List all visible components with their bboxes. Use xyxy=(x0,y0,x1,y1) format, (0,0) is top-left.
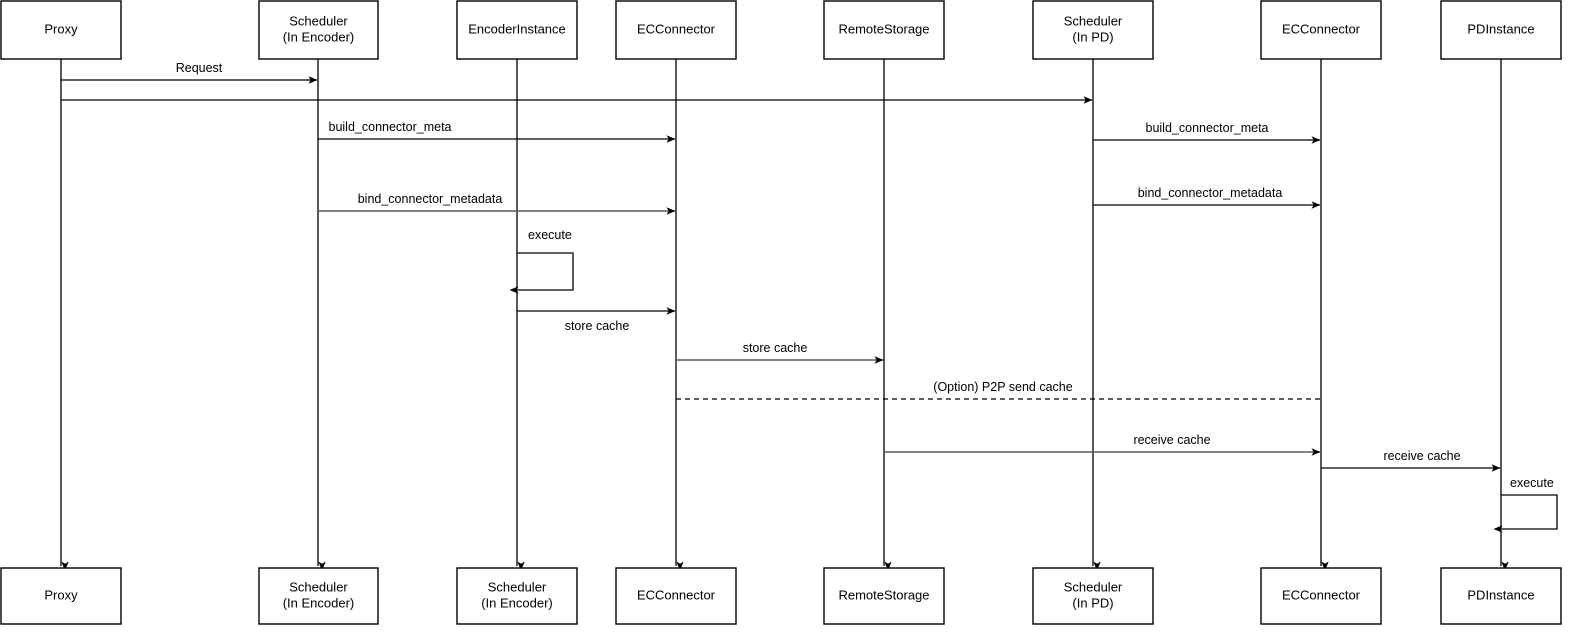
bottom-box-pd_inst[interactable]: PDInstance xyxy=(1440,567,1562,625)
bottom-box-sched_pd[interactable]: Scheduler(In PD) xyxy=(1032,567,1154,625)
participant-box xyxy=(1440,0,1562,60)
participant-label: (In PD) xyxy=(1072,595,1113,610)
message-m11[interactable]: receive cache xyxy=(1321,449,1501,472)
bottom-box-remote_store[interactable]: RemoteStorage xyxy=(823,567,945,625)
self-message-label: execute xyxy=(528,228,572,242)
top-box-remote_store[interactable]: RemoteStorage xyxy=(823,0,945,60)
bottom-box-ec_conn_2[interactable]: ECConnector xyxy=(1260,567,1382,625)
participant-label: RemoteStorage xyxy=(838,587,929,602)
participant-label: (In Encoder) xyxy=(481,595,553,610)
participant-box xyxy=(1032,0,1154,60)
top-box-ec_conn_2[interactable]: ECConnector xyxy=(1260,0,1382,60)
message-m7[interactable]: store cache xyxy=(517,307,676,333)
participant-box xyxy=(1260,0,1382,60)
participant-box xyxy=(1260,567,1382,625)
participant-box xyxy=(0,0,122,60)
message-m5[interactable]: bind_connector_metadata xyxy=(318,192,676,215)
top-box-ec_conn_1[interactable]: ECConnector xyxy=(615,0,737,60)
message-m3[interactable]: build_connector_meta xyxy=(318,120,676,143)
participant-box xyxy=(0,567,122,625)
participant-label: PDInstance xyxy=(1467,21,1534,36)
message-m4[interactable]: build_connector_meta xyxy=(1093,121,1321,144)
participant-label: Proxy xyxy=(44,587,78,602)
bottom-box-proxy[interactable]: Proxy xyxy=(0,567,122,625)
participant-label: Scheduler xyxy=(289,579,348,594)
participant-label: ECConnector xyxy=(1282,21,1361,36)
top-box-pd_inst[interactable]: PDInstance xyxy=(1440,0,1562,60)
participant-label: Proxy xyxy=(44,21,78,36)
participant-box xyxy=(258,567,379,625)
lifelines-group xyxy=(60,59,1509,571)
participant-label: ECConnector xyxy=(637,21,716,36)
participant-label: (In Encoder) xyxy=(283,595,355,610)
message-label: (Option) P2P send cache xyxy=(933,380,1072,394)
participant-label: Scheduler xyxy=(1064,13,1123,28)
participant-label: Scheduler xyxy=(488,579,547,594)
participant-box xyxy=(823,0,945,60)
self-message-s2[interactable]: execute xyxy=(1493,476,1558,533)
message-label: bind_connector_metadata xyxy=(358,192,503,206)
messages-group: Request build_connector_meta build_connect… xyxy=(61,61,1501,472)
top-box-proxy[interactable]: Proxy xyxy=(0,0,122,60)
participant-label: PDInstance xyxy=(1467,587,1534,602)
message-m9[interactable]: (Option) P2P send cache xyxy=(676,380,1321,400)
message-label: store cache xyxy=(565,319,630,333)
message-label: build_connector_meta xyxy=(1146,121,1269,135)
self-message-path xyxy=(509,252,574,294)
message-label: receive cache xyxy=(1133,433,1210,447)
top-box-encoder_inst[interactable]: EncoderInstance xyxy=(456,0,578,60)
participant-box xyxy=(258,0,379,60)
bottom-box-encoder_inst[interactable]: Scheduler(In Encoder) xyxy=(456,567,578,625)
participant-box xyxy=(1032,567,1154,625)
participant-label: ECConnector xyxy=(637,587,716,602)
top-box-sched_pd[interactable]: Scheduler(In PD) xyxy=(1032,0,1154,60)
participant-box xyxy=(615,0,737,60)
self-messages-group: execute execute xyxy=(509,228,1558,533)
participant-label: Scheduler xyxy=(1064,579,1123,594)
participant-box xyxy=(823,567,945,625)
participant-label: Scheduler xyxy=(289,13,348,28)
message-m6[interactable]: bind_connector_metadata xyxy=(1093,186,1321,209)
participant-box xyxy=(615,567,737,625)
message-label: Request xyxy=(176,61,223,75)
participant-box xyxy=(1440,567,1562,625)
self-message-label: execute xyxy=(1510,476,1554,490)
bottom-box-ec_conn_1[interactable]: ECConnector xyxy=(615,567,737,625)
message-label: store cache xyxy=(743,341,808,355)
participant-box xyxy=(456,0,578,60)
participant-label: RemoteStorage xyxy=(838,21,929,36)
top-box-sched_enc[interactable]: Scheduler(In Encoder) xyxy=(258,0,379,60)
message-m10[interactable]: receive cache xyxy=(884,433,1321,456)
message-m8[interactable]: store cache xyxy=(676,341,884,364)
message-label: build_connector_meta xyxy=(329,120,452,134)
message-m1[interactable]: Request xyxy=(61,61,318,84)
self-message-path xyxy=(1493,494,1558,533)
participant-label: EncoderInstance xyxy=(468,21,566,36)
participant-label: (In PD) xyxy=(1072,29,1113,44)
participant-label: ECConnector xyxy=(1282,587,1361,602)
participant-label: (In Encoder) xyxy=(283,29,355,44)
message-label: receive cache xyxy=(1383,449,1460,463)
message-label: bind_connector_metadata xyxy=(1138,186,1283,200)
participant-box xyxy=(456,567,578,625)
self-message-s1[interactable]: execute xyxy=(509,228,574,294)
bottom-box-sched_enc[interactable]: Scheduler(In Encoder) xyxy=(258,567,379,625)
